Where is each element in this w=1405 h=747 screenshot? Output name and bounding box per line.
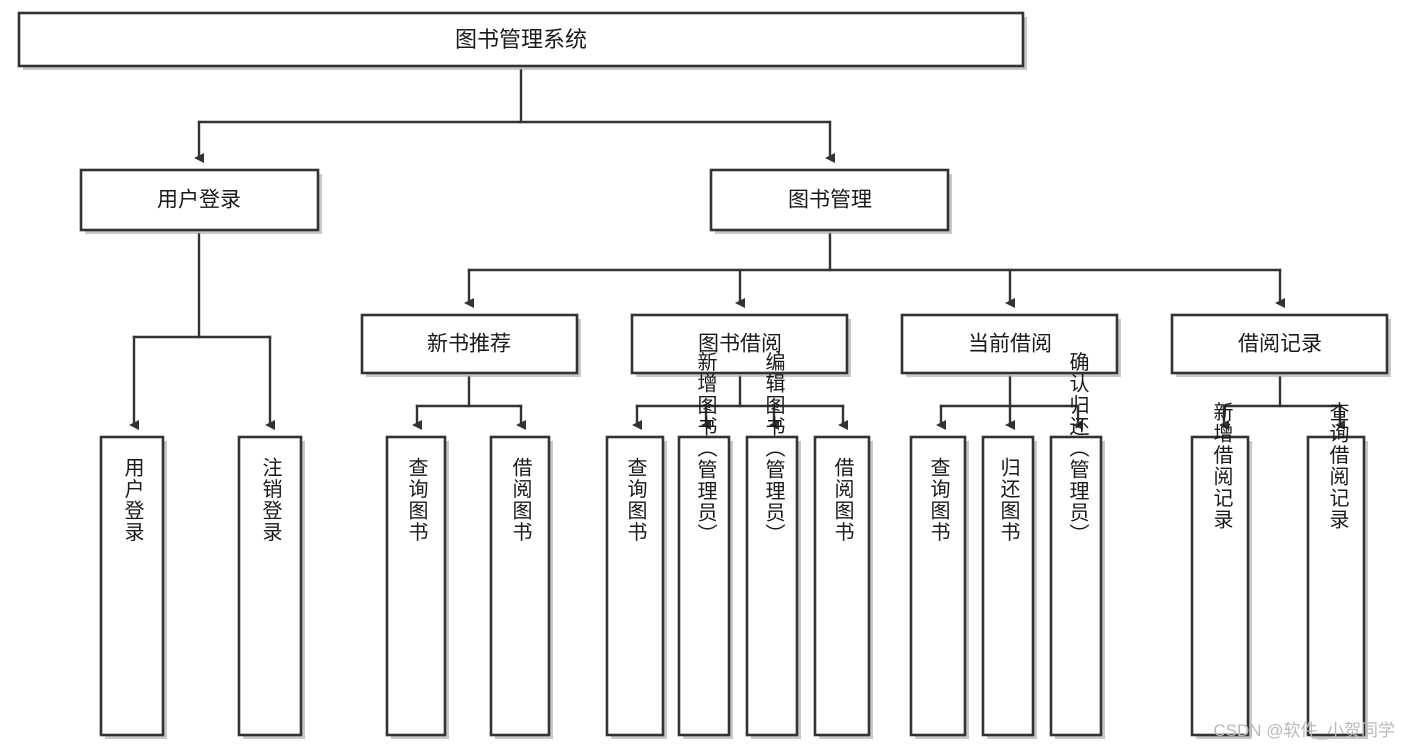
node-book-manage[interactable]: 图书管理	[709, 168, 952, 234]
node-leaf-query-book-borrow-box	[605, 435, 665, 737]
edge-group-user-login	[129, 232, 275, 430]
node-leaf-return-book-label: 归还图书	[997, 457, 1020, 543]
node-leaf-add-borrow-record-label: 新增借阅记录	[1210, 401, 1233, 530]
node-borrow-record-box	[1170, 313, 1389, 375]
node-leaf-logout[interactable]: 注销登录	[237, 435, 305, 739]
node-leaf-confirm-return-admin-label: 确认归还（管理员）	[1066, 351, 1089, 545]
edge-group-book-borrow	[632, 375, 848, 430]
node-leaf-borrow-book-borrow-box	[813, 435, 871, 737]
node-leaf-add-borrow-record-box	[1190, 435, 1250, 737]
node-leaf-borrow-book-rec-label: 借阅图书	[509, 457, 532, 543]
node-leaf-logout-label: 注销登录	[259, 457, 282, 543]
node-book-manage-label: 图书管理	[788, 189, 872, 212]
node-leaf-user-login[interactable]: 用户登录	[99, 435, 167, 739]
node-leaf-query-book-rec-box	[385, 435, 447, 737]
node-new-book-rec[interactable]: 新书推荐	[360, 313, 581, 377]
node-book-borrow-label: 图书借阅	[698, 333, 782, 356]
node-leaf-borrow-book-borrow-label: 借阅图书	[831, 457, 854, 543]
node-book-borrow[interactable]: 图书借阅	[630, 313, 851, 377]
node-leaf-query-book-current-box	[909, 435, 967, 737]
node-borrow-record[interactable]: 借阅记录	[1170, 313, 1391, 377]
node-root[interactable]: 图书管理系统	[17, 11, 1027, 70]
edge-group-book-manage	[464, 232, 1285, 308]
node-leaf-add-book-admin[interactable]: 新增图书（管理员）	[677, 351, 733, 739]
node-user-login-label: 用户登录	[157, 189, 241, 212]
node-leaf-query-borrow-record[interactable]: 查询借阅记录	[1306, 401, 1368, 739]
edge-group-current-borrow	[936, 375, 1083, 430]
node-leaf-query-borrow-record-box	[1306, 435, 1366, 737]
node-book-manage-box	[709, 168, 950, 232]
node-leaf-edit-book-admin-box	[745, 435, 799, 737]
node-leaf-borrow-book-rec-box	[489, 435, 551, 737]
node-leaf-add-borrow-record[interactable]: 新增借阅记录	[1190, 401, 1252, 739]
node-leaf-logout-box	[237, 435, 303, 737]
node-current-borrow-label: 当前借阅	[968, 333, 1052, 356]
node-new-book-rec-box	[360, 313, 579, 375]
edge-group-borrow-record	[1219, 375, 1345, 430]
node-leaf-borrow-book-borrow[interactable]: 借阅图书	[813, 435, 873, 739]
node-leaf-query-book-current[interactable]: 查询图书	[909, 435, 969, 739]
node-leaf-query-book-borrow[interactable]: 查询图书	[605, 435, 667, 739]
node-leaf-confirm-return-admin[interactable]: 确认归还（管理员）	[1049, 351, 1105, 739]
node-borrow-record-label: 借阅记录	[1238, 333, 1322, 356]
node-leaf-edit-book-admin[interactable]: 编辑图书（管理员）	[745, 351, 801, 739]
node-leaf-user-login-box	[99, 435, 165, 737]
node-root-label: 图书管理系统	[455, 27, 587, 52]
node-leaf-query-book-rec[interactable]: 查询图书	[385, 435, 449, 739]
edge-group-root	[194, 68, 835, 163]
node-current-borrow[interactable]: 当前借阅	[900, 313, 1121, 377]
node-leaf-query-borrow-record-label: 查询借阅记录	[1326, 401, 1349, 530]
node-leaf-borrow-book-rec[interactable]: 借阅图书	[489, 435, 553, 739]
node-user-login[interactable]: 用户登录	[79, 168, 322, 234]
node-leaf-add-book-admin-label: 新增图书（管理员）	[694, 351, 717, 545]
node-leaf-return-book[interactable]: 归还图书	[981, 435, 1037, 739]
node-leaf-confirm-return-admin-box	[1049, 435, 1103, 737]
node-leaf-user-login-label: 用户登录	[121, 457, 144, 543]
node-current-borrow-box	[900, 313, 1119, 375]
node-root-box	[17, 11, 1025, 68]
node-leaf-query-book-rec-label: 查询图书	[405, 457, 428, 543]
node-leaf-edit-book-admin-label: 编辑图书（管理员）	[762, 351, 785, 545]
edge-group-new-book-rec	[412, 375, 526, 430]
node-leaf-return-book-box	[981, 435, 1035, 737]
node-user-login-box	[79, 168, 320, 232]
node-book-borrow-box	[630, 313, 849, 375]
node-new-book-rec-label: 新书推荐	[427, 333, 511, 356]
node-leaf-query-book-borrow-label: 查询图书	[624, 457, 647, 543]
node-leaf-query-book-current-label: 查询图书	[927, 457, 950, 543]
node-leaf-add-book-admin-box	[677, 435, 731, 737]
